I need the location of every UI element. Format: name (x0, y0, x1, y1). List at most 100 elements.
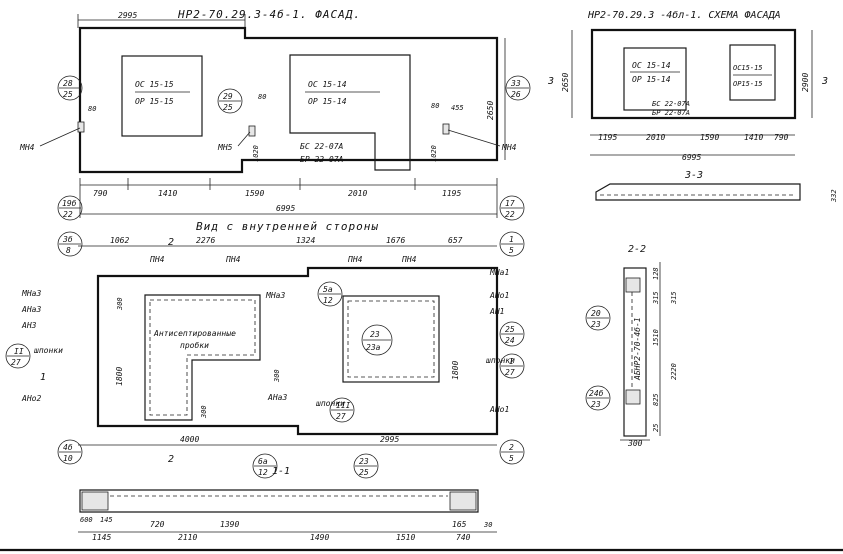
facade-dim-1020b: 1020 (430, 145, 438, 162)
svg-text:2110: 2110 (178, 533, 197, 542)
facade-title: НР2-70.29.3-4б-1. ФАСАД. (177, 8, 361, 21)
svg-text:25: 25 (63, 90, 73, 99)
section-2-2-mark: АБНР2-70-4б-1 (632, 317, 642, 381)
svg-text:740: 740 (456, 533, 471, 542)
svg-text:III: III (336, 401, 351, 410)
facade-dim-1410: 1410 (158, 189, 177, 198)
svg-text:26: 26 (511, 90, 521, 99)
svg-text:АНо2: АНо2 (21, 394, 41, 403)
inner-view-title: Вид с внутренней стороны (196, 220, 379, 233)
scheme-window-2 (729, 44, 776, 101)
inner-callout-25 (499, 321, 525, 347)
svg-text:19б: 19б (62, 198, 77, 208)
svg-text:2: 2 (168, 454, 174, 465)
svg-text:1: 1 (509, 235, 514, 244)
svg-text:300: 300 (116, 297, 124, 311)
svg-text:3б: 3б (62, 234, 73, 244)
svg-text:1510: 1510 (396, 533, 415, 542)
svg-text:1490: 1490 (310, 533, 329, 542)
inner-opening-2 (342, 295, 440, 383)
svg-text:25: 25 (359, 468, 369, 477)
svg-text:22: 22 (63, 210, 73, 219)
svg-text:6а: 6а (258, 457, 268, 466)
facade-dim-1195: 1195 (442, 189, 461, 198)
svg-text:600: 600 (80, 516, 93, 524)
inner-opening-1 (144, 294, 261, 421)
svg-text:23а: 23а (366, 343, 381, 352)
svg-text:1590: 1590 (700, 133, 719, 142)
svg-text:23: 23 (591, 400, 601, 409)
facade-dim-80b: 80 (258, 93, 266, 101)
svg-text:24: 24 (505, 336, 515, 345)
inner-callout-2 (499, 439, 525, 465)
section-2-2-profile (623, 267, 647, 437)
inner-callout-6a (252, 453, 278, 479)
scheme-cut-right: 3 (821, 76, 828, 87)
svg-text:22: 22 (505, 210, 515, 219)
svg-text:2276: 2276 (196, 236, 215, 245)
svg-text:25: 25 (505, 325, 515, 334)
svg-text:ПН4: ПН4 (401, 255, 417, 264)
svg-text:ОС15-15: ОС15-15 (733, 64, 763, 72)
facade-window-1-label-a: ОС 15-15 (135, 80, 174, 89)
section-1-1-title: 1-1 (272, 466, 290, 477)
svg-text:МНа3: МНа3 (21, 289, 41, 298)
svg-text:шпонки: шпонки (316, 399, 345, 408)
section-2-2: 2-2 АБНР2-70-4б-1 128 315 315 1510 2220 … (585, 244, 678, 448)
svg-text:29: 29 (223, 92, 233, 101)
svg-text:5: 5 (509, 454, 514, 463)
scheme-title: НР2-70.29.3 -4бл-1. СХЕМА ФАСАДА (587, 9, 781, 21)
facade-dim-455: 455 (451, 104, 464, 112)
facade-dim-2010: 2010 (348, 189, 367, 198)
scheme-total-dim: 6995 (682, 153, 701, 162)
svg-text:17: 17 (505, 199, 515, 208)
facade-label-mh4-right: МН4 (501, 143, 517, 152)
scheme-panel-outline (590, 28, 797, 120)
svg-text:БС 22-07А: БС 22-07А (652, 100, 690, 108)
facade-window-2-label-b: ОР 15-14 (308, 97, 347, 106)
svg-text:АН1: АН1 (489, 307, 504, 316)
facade-balcony-label-2: БР 22-07А (300, 155, 344, 164)
svg-text:24б: 24б (589, 388, 604, 398)
svg-text:27: 27 (336, 412, 346, 421)
facade-dim-80a: 80 (88, 105, 96, 113)
scheme-dim-2900: 2900 (801, 73, 810, 92)
svg-text:II: II (14, 347, 24, 356)
svg-text:657: 657 (448, 236, 463, 245)
svg-text:128: 128 (652, 267, 660, 280)
svg-text:1324: 1324 (296, 236, 315, 245)
svg-text:12: 12 (323, 296, 333, 305)
svg-text:300: 300 (273, 369, 281, 383)
svg-text:1062: 1062 (110, 236, 129, 245)
svg-text:1390: 1390 (220, 520, 239, 529)
svg-text:АНо1: АНо1 (489, 405, 509, 414)
facade-anchor-mid (248, 125, 256, 137)
svg-text:ПН4: ПН4 (225, 255, 241, 264)
inner-callout-17 (499, 195, 525, 221)
svg-text:МНа3: МНа3 (265, 291, 285, 300)
section-1-1: 1-1 23 25 600 145 720 1390 165 30 1145 2… (78, 453, 497, 542)
svg-text:1145: 1145 (92, 533, 111, 542)
facade-label-mh5: МН5 (217, 143, 233, 152)
svg-text:4б: 4б (63, 442, 73, 452)
svg-text:5: 5 (509, 246, 514, 255)
inner-antisept-label-1: Антисептированные (153, 329, 236, 338)
svg-text:2220: 2220 (670, 363, 678, 380)
svg-text:1800: 1800 (115, 367, 124, 386)
inner-view: Вид с внутренней стороны 1062 2276 1324 … (5, 195, 525, 479)
facade-height-dim: 2650 (486, 101, 495, 120)
svg-text:20: 20 (591, 309, 601, 318)
inner-panel-outline (96, 266, 499, 436)
inner-callout-23 (361, 324, 393, 356)
svg-text:1: 1 (40, 372, 46, 383)
svg-text:АНа3: АНа3 (267, 393, 287, 402)
svg-text:2010: 2010 (646, 133, 665, 142)
svg-text:1510: 1510 (652, 329, 660, 346)
svg-text:30: 30 (483, 521, 492, 529)
facade-total-dim: 6995 (276, 204, 295, 213)
svg-text:23: 23 (591, 320, 601, 329)
svg-text:25: 25 (223, 103, 233, 112)
svg-text:I: I (509, 357, 514, 366)
section-2-2-title: 2-2 (628, 244, 646, 255)
scheme-window-1 (623, 47, 687, 111)
